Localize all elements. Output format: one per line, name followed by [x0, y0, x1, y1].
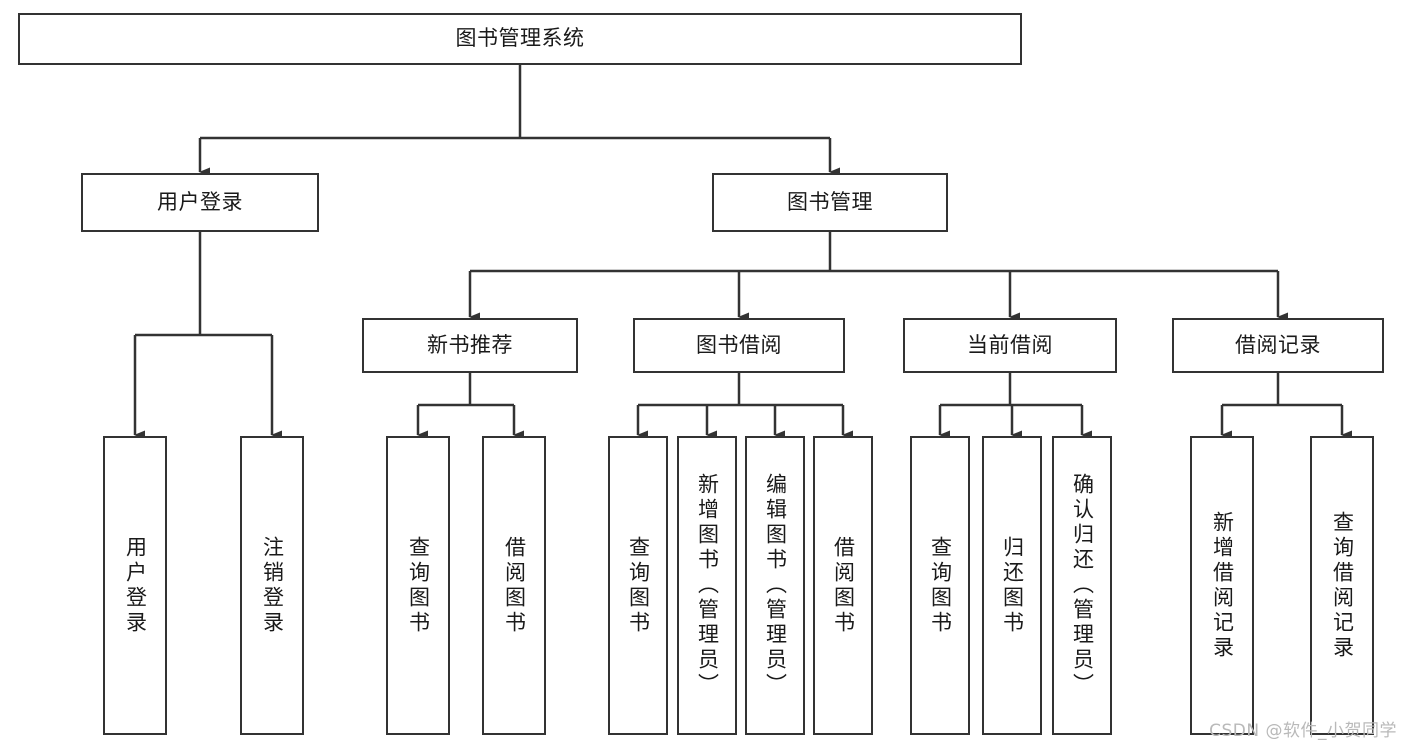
- node-leaf10[interactable]: 归还图书: [982, 436, 1042, 735]
- node-leaf11[interactable]: 确认归还（管理员）: [1052, 436, 1112, 735]
- node-login[interactable]: 用户登录: [81, 173, 319, 232]
- watermark-text: CSDN @软件_小贺同学: [1209, 721, 1397, 741]
- node-leaf5[interactable]: 查询图书: [608, 436, 668, 735]
- node-leaf1[interactable]: 用户登录: [103, 436, 167, 735]
- node-label: 确认归还（管理员）: [1070, 473, 1095, 698]
- node-label: 编辑图书（管理员）: [763, 473, 788, 698]
- node-leaf2[interactable]: 注销登录: [240, 436, 304, 735]
- node-label: 新书推荐: [427, 332, 513, 357]
- node-records[interactable]: 借阅记录: [1172, 318, 1384, 373]
- node-label: 图书管理: [787, 189, 873, 214]
- node-leaf4[interactable]: 借阅图书: [482, 436, 546, 735]
- node-label: 查询图书: [406, 535, 431, 636]
- node-label: 用户登录: [123, 535, 148, 636]
- node-label: 图书借阅: [696, 332, 782, 357]
- node-label: 用户登录: [157, 189, 243, 214]
- node-label: 借阅图书: [831, 535, 856, 636]
- node-bookmgmt[interactable]: 图书管理: [712, 173, 948, 232]
- node-label: 注销登录: [260, 535, 285, 636]
- node-label: 查询借阅记录: [1330, 510, 1355, 661]
- node-label: 借阅图书: [502, 535, 527, 636]
- node-newbook[interactable]: 新书推荐: [362, 318, 578, 373]
- node-borrow[interactable]: 图书借阅: [633, 318, 845, 373]
- node-label: 归还图书: [1000, 535, 1025, 636]
- node-label: 查询图书: [626, 535, 651, 636]
- node-leaf13[interactable]: 查询借阅记录: [1310, 436, 1374, 735]
- node-current[interactable]: 当前借阅: [903, 318, 1117, 373]
- node-label: 图书管理系统: [455, 26, 585, 51]
- node-label: 借阅记录: [1235, 332, 1321, 357]
- node-root[interactable]: 图书管理系统: [18, 13, 1022, 65]
- node-label: 新增图书（管理员）: [695, 473, 720, 698]
- node-leaf6[interactable]: 新增图书（管理员）: [677, 436, 737, 735]
- node-label: 当前借阅: [967, 332, 1053, 357]
- node-leaf8[interactable]: 借阅图书: [813, 436, 873, 735]
- node-label: 查询图书: [928, 535, 953, 636]
- node-leaf3[interactable]: 查询图书: [386, 436, 450, 735]
- node-label: 新增借阅记录: [1210, 510, 1235, 661]
- node-leaf12[interactable]: 新增借阅记录: [1190, 436, 1254, 735]
- node-leaf9[interactable]: 查询图书: [910, 436, 970, 735]
- node-leaf7[interactable]: 编辑图书（管理员）: [745, 436, 805, 735]
